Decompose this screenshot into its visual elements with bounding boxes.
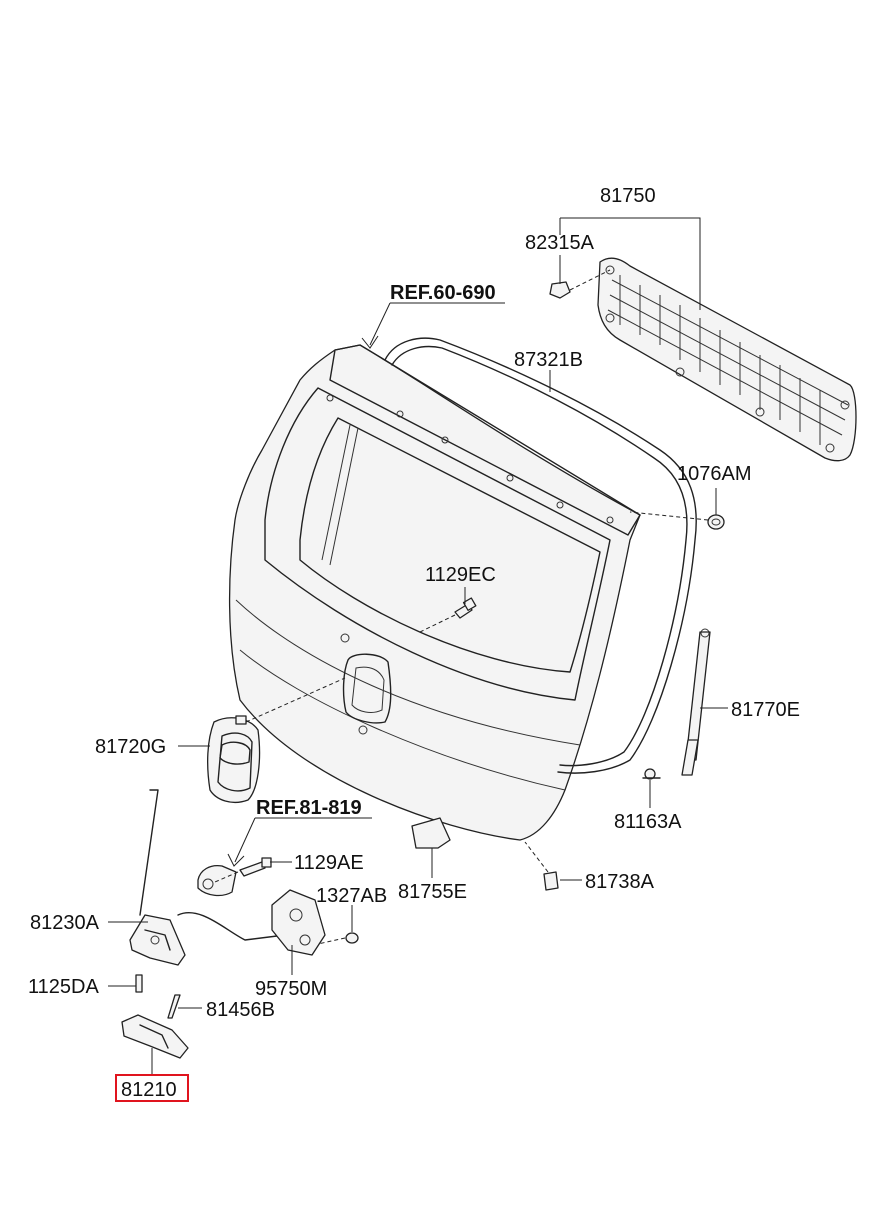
latch-81230a [129, 914, 186, 966]
label-81163a[interactable]: 81163A [614, 811, 682, 833]
label-81456b[interactable]: 81456B [206, 999, 275, 1021]
label-1125da[interactable]: 1125DA [28, 976, 99, 998]
label-1129ec[interactable]: 1129EC [425, 564, 496, 586]
label-95750m[interactable]: 95750M [255, 978, 327, 1000]
trim-panel-81750 [597, 257, 857, 462]
bumper-1076am [707, 514, 725, 530]
tailgate-panel [228, 344, 641, 841]
label-81720g[interactable]: 81720G [95, 736, 166, 758]
actuator-95750m [271, 889, 326, 956]
switch-81755e [411, 817, 451, 849]
label-81750[interactable]: 81750 [600, 185, 656, 207]
gas-lifter-81770e [681, 628, 711, 776]
bolt-1125da [135, 974, 143, 993]
label-1076am[interactable]: 1076AM [677, 463, 752, 485]
actuator-cable [177, 912, 286, 941]
screw-81456b [167, 994, 181, 1019]
nut-1327ab [345, 932, 359, 944]
leader-lines [108, 217, 728, 1075]
bumper-81738a [543, 871, 559, 891]
ball-stud-81163a [642, 768, 661, 780]
handle-81720g [207, 715, 261, 804]
label-81755e[interactable]: 81755E [398, 881, 467, 903]
label-81738a[interactable]: 81738A [585, 871, 655, 893]
bolt-1129ec [454, 597, 477, 619]
latch-rod [139, 789, 159, 916]
label-87321b[interactable]: 87321B [514, 349, 583, 371]
label-82315a[interactable]: 82315A [525, 232, 595, 254]
bolt-1129ae [239, 857, 272, 877]
label-81230a[interactable]: 81230A [30, 912, 100, 934]
label-1129ae[interactable]: 1129AE [294, 852, 364, 874]
label-1327ab[interactable]: 1327AB [316, 885, 387, 907]
clip-82315a [549, 281, 571, 299]
striker-81210 [121, 1014, 189, 1059]
weatherstrip-87321b [384, 337, 697, 774]
ref-60-690[interactable]: REF.60-690 [390, 282, 496, 304]
labels: 81750 82315A REF.60-690 87321B 1076AM 11… [28, 185, 800, 1102]
highlight-box-81210 [115, 1074, 189, 1102]
label-81210[interactable]: 81210 [121, 1079, 177, 1101]
latch-bracket [197, 864, 237, 897]
ref-81-819[interactable]: REF.81-819 [256, 797, 362, 819]
label-81770e[interactable]: 81770E [731, 699, 800, 721]
